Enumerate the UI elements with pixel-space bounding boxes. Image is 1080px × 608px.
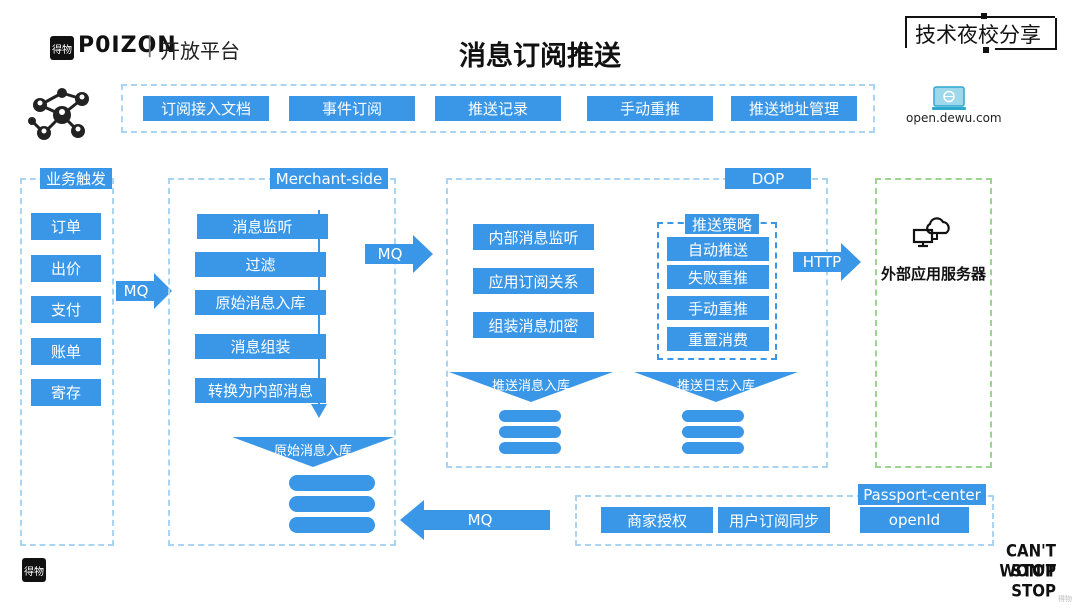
external-server-label: 外部应用服务器 — [880, 265, 986, 283]
strategy-reset-consume[interactable]: 重置消费 — [667, 327, 769, 351]
trigger-bid[interactable]: 出价 — [31, 255, 101, 282]
dop-step-listen[interactable]: 内部消息监听 — [473, 224, 594, 250]
slogan-line-2: WON'T STOP — [999, 561, 1056, 601]
dop-panel — [446, 178, 828, 468]
portal-button-push-address[interactable]: 推送地址管理 — [731, 96, 857, 121]
portal-button-event-subscribe[interactable]: 事件订阅 — [289, 96, 415, 121]
page-title: 消息订阅推送 — [459, 41, 621, 72]
brand-divider: | — [146, 33, 154, 58]
mq-arrow-3: MQ — [400, 500, 550, 540]
merchant-step-convert[interactable]: 转换为内部消息 — [195, 378, 326, 403]
dop-db-right-label: 推送日志入库 — [676, 379, 755, 394]
passport-title: Passport-center — [858, 484, 986, 505]
dop-title: DOP — [725, 168, 811, 189]
strategy-failure-repush[interactable]: 失败重推 — [667, 265, 769, 289]
http-label: HTTP — [802, 253, 842, 271]
portal-button-manual-repush[interactable]: 手动重推 — [587, 96, 713, 121]
trigger-order[interactable]: 订单 — [31, 213, 101, 240]
strategy-manual-repush[interactable]: 手动重推 — [667, 296, 769, 320]
database-icon — [682, 410, 744, 454]
brand-name: P0IZON — [78, 33, 177, 58]
database-icon — [499, 410, 561, 454]
merchant-flow-arrow — [311, 404, 327, 418]
portal-site[interactable]: open.dewu.com — [906, 111, 1002, 125]
brand-logo: 得物 — [50, 36, 74, 60]
event-tag-text: 技术夜校分享 — [915, 23, 1041, 47]
cloud-server-icon — [910, 212, 952, 248]
passport-user-sync[interactable]: 用户订阅同步 — [718, 507, 830, 533]
merchant-step-listen[interactable]: 消息监听 — [197, 214, 328, 239]
strategy-title: 推送策略 — [685, 214, 759, 234]
trigger-payment[interactable]: 支付 — [31, 296, 101, 323]
dop-step-encrypt[interactable]: 组装消息加密 — [473, 312, 594, 338]
database-icon — [289, 475, 375, 533]
merchant-db-funnel: 原始消息入库 — [232, 437, 394, 467]
event-tag: 技术夜校分享 — [905, 13, 1057, 53]
dop-db-right-funnel: 推送日志入库 — [634, 372, 798, 402]
strategy-auto-push[interactable]: 自动推送 — [667, 237, 769, 261]
dop-step-subscription[interactable]: 应用订阅关系 — [473, 268, 594, 294]
brand-sub: 开放平台 — [160, 39, 240, 63]
portal-panel — [121, 84, 875, 133]
slogan-line-1: CAN'T STOP — [1006, 541, 1056, 581]
footer-badge-text: 得物 — [24, 566, 44, 578]
merchant-title: Merchant-side — [270, 168, 388, 189]
mq-label-3: MQ — [467, 511, 493, 529]
mq-label-2: MQ — [377, 245, 403, 263]
external-panel — [875, 178, 992, 468]
merchant-step-assemble[interactable]: 消息组装 — [195, 334, 326, 359]
http-arrow: HTTP — [793, 243, 861, 281]
portal-button-docs[interactable]: 订阅接入文档 — [143, 96, 269, 121]
dop-db-left-label: 推送消息入库 — [491, 379, 570, 394]
brand-icon-text: 得物 — [52, 44, 72, 56]
merchant-db-label: 原始消息入库 — [273, 444, 352, 459]
triggers-title: 业务触发 — [40, 168, 112, 189]
passport-panel — [575, 495, 994, 546]
trigger-storage[interactable]: 寄存 — [31, 379, 101, 406]
merchant-step-filter[interactable]: 过滤 — [195, 252, 326, 277]
mq-label-1: MQ — [123, 282, 149, 300]
dop-db-left-funnel: 推送消息入库 — [449, 372, 613, 402]
watermark: 得物 — [1058, 595, 1072, 603]
passport-openid[interactable]: openId — [860, 507, 969, 533]
monitor-icon — [931, 86, 967, 112]
merchant-step-raw-store[interactable]: 原始消息入库 — [195, 290, 326, 315]
mq-arrow-1: MQ — [116, 273, 172, 309]
mq-arrow-2: MQ — [365, 235, 433, 273]
passport-merchant-auth[interactable]: 商家授权 — [601, 507, 713, 533]
trigger-bill[interactable]: 账单 — [31, 338, 101, 365]
footer-badge: 得物 — [22, 558, 46, 582]
network-icon — [22, 85, 92, 147]
portal-button-push-records[interactable]: 推送记录 — [435, 96, 561, 121]
